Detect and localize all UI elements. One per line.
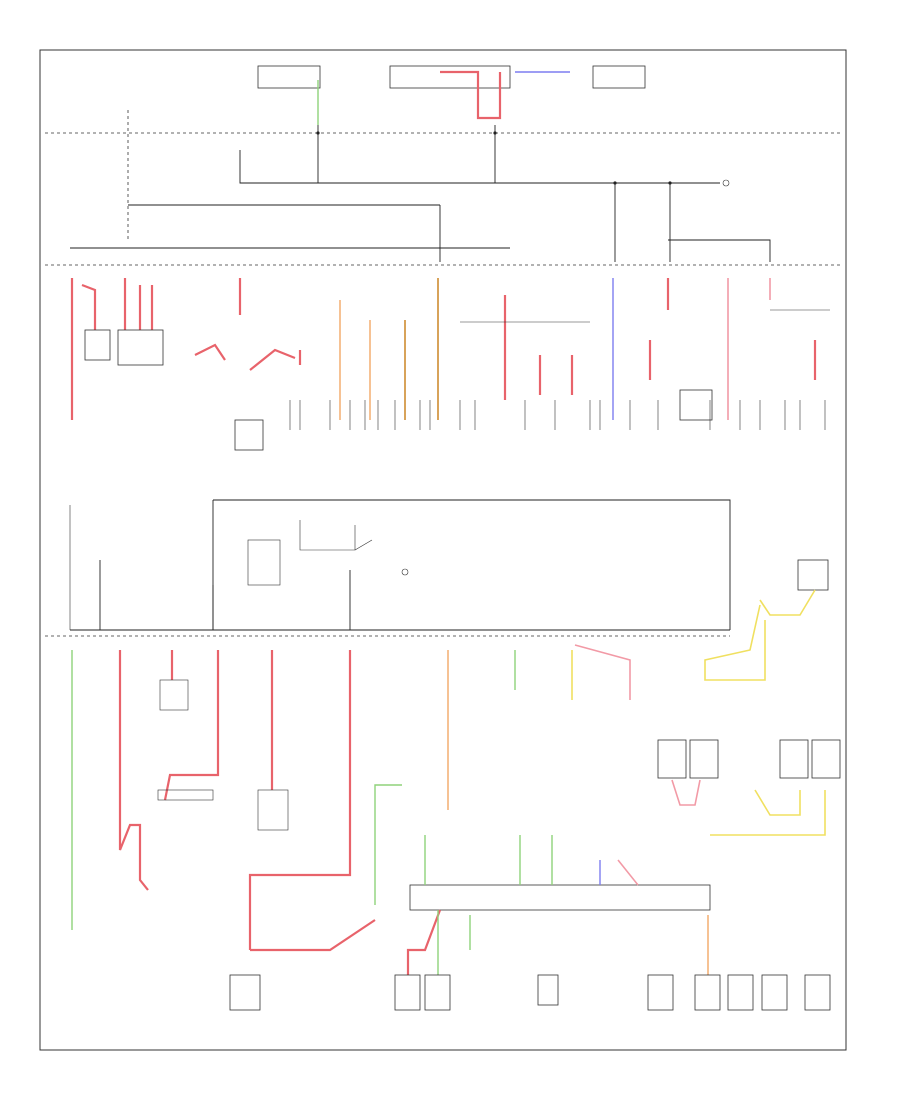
component-r1-3 xyxy=(234,419,264,451)
distribution-bus-right xyxy=(668,239,771,262)
bus-node-1 xyxy=(316,131,320,135)
component-lr-4 xyxy=(811,739,841,779)
connector-block xyxy=(409,884,711,911)
wire-pink-lower xyxy=(574,644,631,700)
mid-frame-top xyxy=(213,499,731,630)
relay-coil-box xyxy=(247,539,281,586)
wire-red-top xyxy=(440,70,492,120)
ground-stubs-r1 xyxy=(289,400,826,430)
wire-red-r1-2 xyxy=(81,283,97,330)
fuse-bus-1 xyxy=(239,150,720,184)
wire-red-lower-1 xyxy=(118,650,149,891)
connector-ground-top xyxy=(722,179,730,187)
lower-left xyxy=(71,650,402,1011)
wire-pink-cb xyxy=(617,859,639,886)
wire-green-long xyxy=(374,784,402,905)
wire-red-long-2 xyxy=(250,919,376,952)
component-lr-2 xyxy=(689,739,719,779)
wire-red-cb xyxy=(406,909,442,975)
relay-box-top-right xyxy=(592,65,646,89)
wire-yellow-mid-2 xyxy=(704,604,766,681)
wire-yellow-lr xyxy=(754,789,801,816)
bus-node-2 xyxy=(493,131,497,135)
component-lower-1 xyxy=(159,679,189,711)
wire-yellow-lr-2 xyxy=(710,790,826,836)
wire-red-r1-6 xyxy=(194,343,226,361)
middle-section xyxy=(45,499,829,681)
connector-ground-mid xyxy=(401,568,409,576)
wire-yellow-mid xyxy=(759,589,816,616)
relay-switch-contact xyxy=(354,539,373,551)
component-r1-4 xyxy=(679,389,713,421)
bottom-components xyxy=(394,974,831,1011)
relay-switch-1 xyxy=(299,520,356,551)
bus-node-3 xyxy=(613,181,617,185)
wire-red-lower-3 xyxy=(163,650,220,801)
row-1-loads xyxy=(70,278,830,451)
component-lower-2 xyxy=(157,789,214,801)
wire-red-r1-8 xyxy=(249,348,296,371)
component-lr-1 xyxy=(657,739,687,779)
top-section xyxy=(45,65,840,266)
component-r1-2 xyxy=(117,329,164,366)
diagram-frame xyxy=(39,49,847,1051)
component-lower-4 xyxy=(229,974,261,1011)
bus-node-4 xyxy=(668,181,672,185)
ignition-switch-box xyxy=(257,65,321,89)
relay-box-top-center xyxy=(389,65,511,89)
wire-red-long xyxy=(248,650,352,950)
component-right-mid xyxy=(797,559,829,591)
wire-red-top-2 xyxy=(492,72,502,120)
component-lower-3 xyxy=(257,789,289,831)
wire-pink-lr xyxy=(671,779,701,806)
lower-right xyxy=(394,644,841,1011)
component-r1-1 xyxy=(84,329,111,361)
component-lr-3 xyxy=(779,739,809,779)
